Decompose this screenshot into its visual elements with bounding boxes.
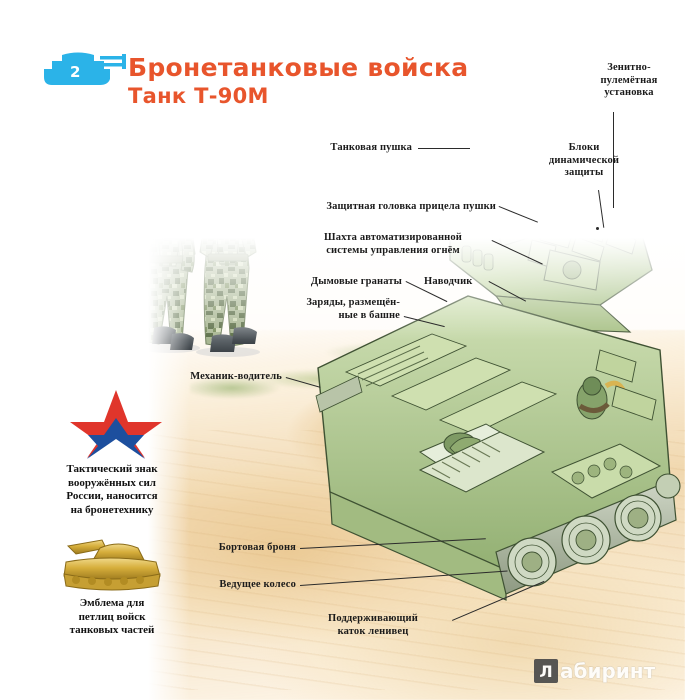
gold-tank-icon xyxy=(63,539,161,591)
engine-block xyxy=(550,443,662,499)
caption-collar-tank: Эмблема для петлиц войск танковых частей xyxy=(69,597,155,636)
soldier-right xyxy=(199,167,257,352)
callout-aa-mg-mount: Зенитно- пулемётная установка xyxy=(600,62,658,98)
autoloader-charges xyxy=(418,431,546,493)
running-gear xyxy=(315,375,681,595)
caption-tactical-star: Тактический знак вооружённых сил России,… xyxy=(66,463,158,516)
callout-smoke-grenades: Дымовые гранаты xyxy=(310,276,402,287)
chapter-number: 2 xyxy=(70,63,81,81)
gunner-figure xyxy=(576,376,627,420)
support-roller xyxy=(655,473,681,499)
callout-turret-charges: Заряды, размещён- ные в башне xyxy=(306,297,400,321)
blue-tank-icon xyxy=(44,52,126,85)
soldier-pouch xyxy=(65,257,93,295)
aa-machinegun-mount xyxy=(629,179,675,225)
callout-sight-head: Защитная головка прицела пушки xyxy=(326,201,496,212)
leader-dot-era xyxy=(596,227,599,230)
soldier-left xyxy=(65,167,139,356)
page-title: Бронетанковые войска xyxy=(128,53,469,82)
tank-crew-soldiers-illustration xyxy=(65,167,260,359)
callout-support-roller: Поддерживающий каток ленивец xyxy=(328,613,418,637)
callout-tank-gun: Танковая пушка xyxy=(330,142,412,153)
tactical-star-emblem xyxy=(62,388,170,460)
collar-tank-emblem xyxy=(58,534,166,592)
russian-armed-forces-star-icon xyxy=(70,390,162,459)
leader-tank-gun xyxy=(418,148,470,149)
callout-driver-mechanic: Механик-водитель xyxy=(190,371,282,382)
callout-era-blocks: Блоки динамической защиты xyxy=(548,142,620,178)
watermark-mark: Л xyxy=(534,659,558,683)
callout-gunner: Наводчик xyxy=(424,276,473,287)
tank-hull xyxy=(317,295,673,601)
watermark: Л абиринт xyxy=(534,659,655,683)
callout-side-armour: Бортовая броня xyxy=(218,542,296,553)
soldier-middle xyxy=(142,174,196,350)
callout-fire-control-shaft: Шахта автоматизированной системы управле… xyxy=(324,232,462,256)
t90m-cutaway-illustration xyxy=(315,113,681,601)
page-subtitle: Танк Т-90М xyxy=(128,84,269,108)
chapter-badge: 2 xyxy=(42,47,132,91)
callout-drive-wheel: Ведущее колесо xyxy=(219,579,296,590)
watermark-text: абиринт xyxy=(560,659,656,683)
